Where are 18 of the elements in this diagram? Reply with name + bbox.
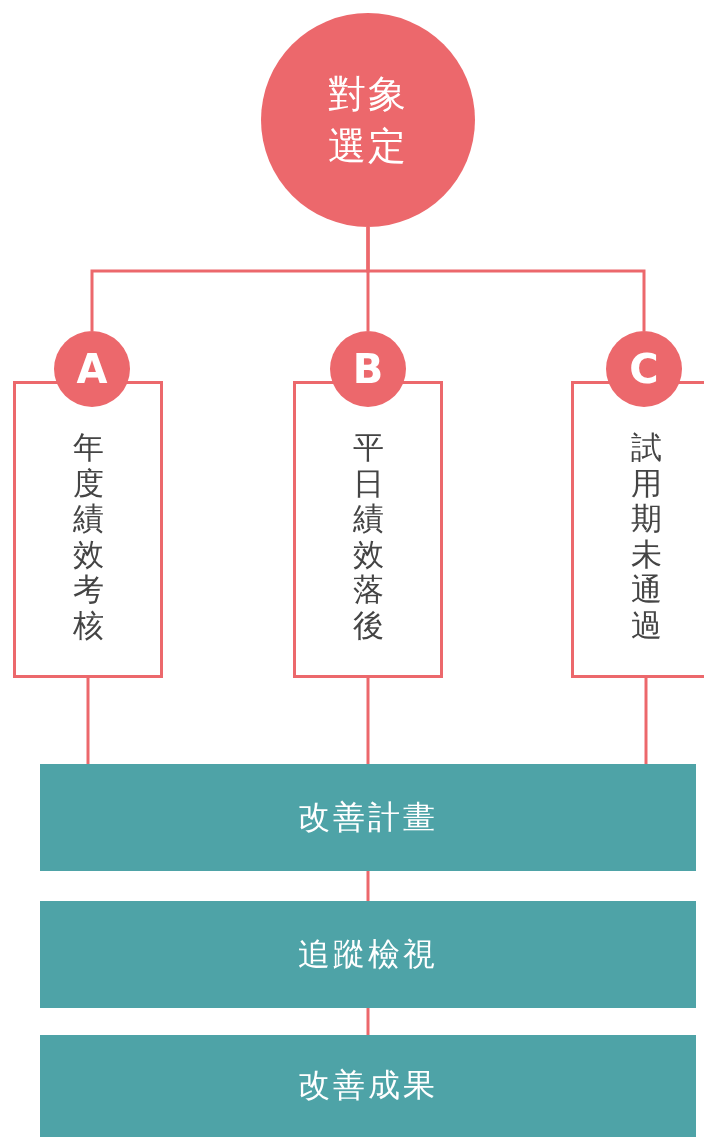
connector-line xyxy=(644,678,648,764)
letter-badge: C xyxy=(606,331,682,407)
letter-badge: B xyxy=(330,331,406,407)
step-band: 改善成果 xyxy=(40,1035,696,1137)
category-label: 年度績效考核 xyxy=(71,430,105,643)
category-box xyxy=(293,381,443,678)
letter-badge: A xyxy=(54,331,130,407)
category-box xyxy=(13,381,163,678)
connector-line xyxy=(366,871,370,901)
topic-circle: 對象選定 xyxy=(261,13,475,227)
step-band: 追蹤檢視 xyxy=(40,901,696,1008)
step-band: 改善計畫 xyxy=(40,764,696,871)
connector-line xyxy=(366,1008,370,1035)
category-label: 平日績效落後 xyxy=(351,430,385,643)
connector-line xyxy=(366,678,370,764)
category-label: 試用期未通過 xyxy=(629,430,663,643)
connector-line xyxy=(86,678,90,764)
connector-line xyxy=(366,227,646,331)
